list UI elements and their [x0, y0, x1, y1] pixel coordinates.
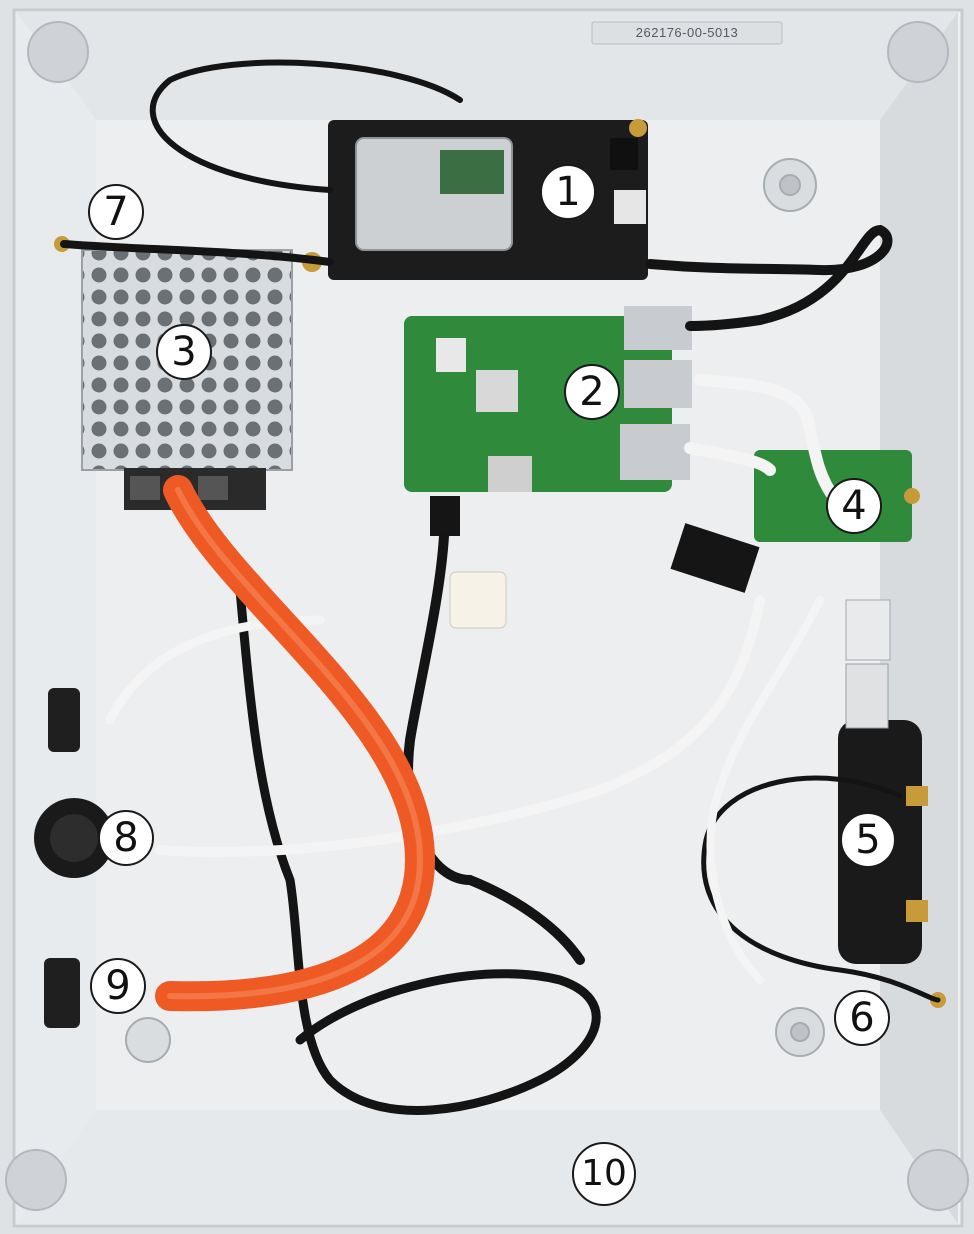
callout-5: 5 [840, 812, 896, 868]
enclosure-right-wall [880, 12, 958, 1224]
callout-8: 8 [98, 810, 154, 866]
callout-7: 7 [88, 184, 144, 240]
callout-3: 3 [156, 324, 212, 380]
part-number-label: 262176-00-5013 [635, 25, 739, 40]
power-supply [81, 249, 293, 510]
corner-bosses [5, 21, 969, 1211]
cable-glands [34, 688, 114, 1028]
mounting-standoffs [125, 158, 825, 1063]
callout-6: 6 [834, 990, 890, 1046]
black-cables [60, 59, 941, 1115]
enclosure-bottom-wall [16, 1110, 958, 1224]
callout-1: 1 [540, 164, 596, 220]
lte-modem-board [302, 119, 648, 280]
cable-clip [449, 571, 507, 629]
callout-2: 2 [564, 364, 620, 420]
callout-10: 10 [572, 1142, 636, 1206]
orange-cable-highlight [167, 487, 424, 1000]
label-tag [670, 523, 760, 593]
part-sticker [591, 21, 783, 45]
raspberry-pi-board [404, 306, 692, 536]
enclosure-top-wall [16, 12, 958, 120]
callout-4: 4 [826, 478, 882, 534]
callout-9: 9 [90, 958, 146, 1014]
enclosure-left-wall [16, 12, 96, 1224]
